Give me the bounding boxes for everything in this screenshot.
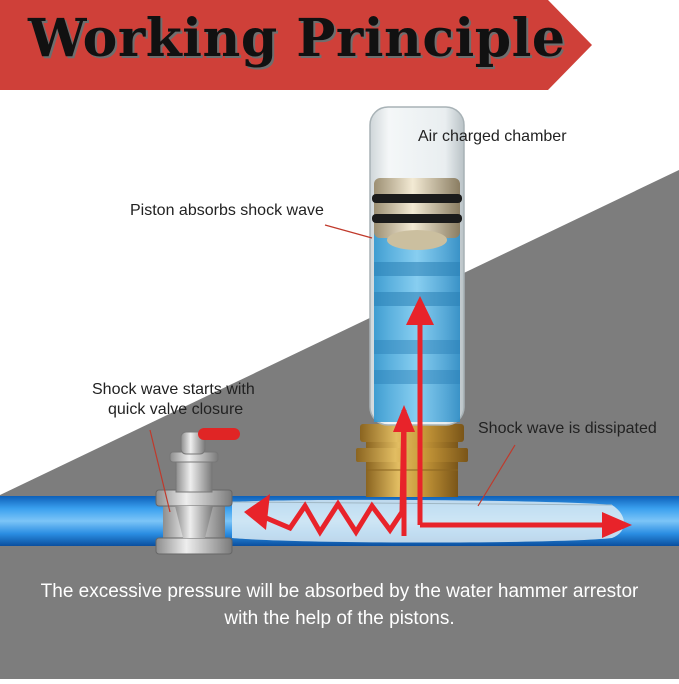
piston-ring-lower: [372, 214, 462, 223]
caption-line2: with the help of the pistons.: [224, 608, 455, 629]
label-dissipated: Shock wave is dissipated: [478, 420, 657, 437]
arrowhead-up-right: [406, 296, 434, 325]
label-shock-start-line1: Shock wave starts with: [92, 381, 255, 398]
arrowhead-up-left: [393, 405, 415, 432]
air-charged-chamber: [369, 106, 465, 426]
label-shock-start-line2: quick valve closure: [108, 401, 244, 418]
dissipated-leader-line: [477, 444, 516, 507]
water-column: [374, 232, 460, 422]
water-flow-highlight: [232, 499, 624, 543]
brass-fitting: [356, 424, 468, 497]
arrowhead-left: [244, 494, 270, 530]
piston-leader-line: [324, 224, 373, 239]
shock-wave-arrows: [251, 325, 608, 537]
label-air-chamber: Air charged chamber: [418, 128, 567, 145]
shutoff-valve: [155, 428, 240, 555]
label-piston: Piston absorbs shock wave: [130, 202, 324, 219]
title-banner: [0, 0, 592, 90]
page-title: Working Principle: [28, 8, 566, 69]
piston: [372, 178, 462, 250]
shock-wave-zigzag: [251, 409, 407, 537]
caption: The excessive pressure will be absorbed …: [0, 578, 679, 632]
arrowhead-right: [602, 512, 632, 538]
valve-leader-line: [149, 429, 171, 513]
valve-red-handle: [198, 428, 240, 440]
caption-line1: The excessive pressure will be absorbed …: [40, 581, 639, 602]
piston-ring-upper: [372, 194, 462, 203]
